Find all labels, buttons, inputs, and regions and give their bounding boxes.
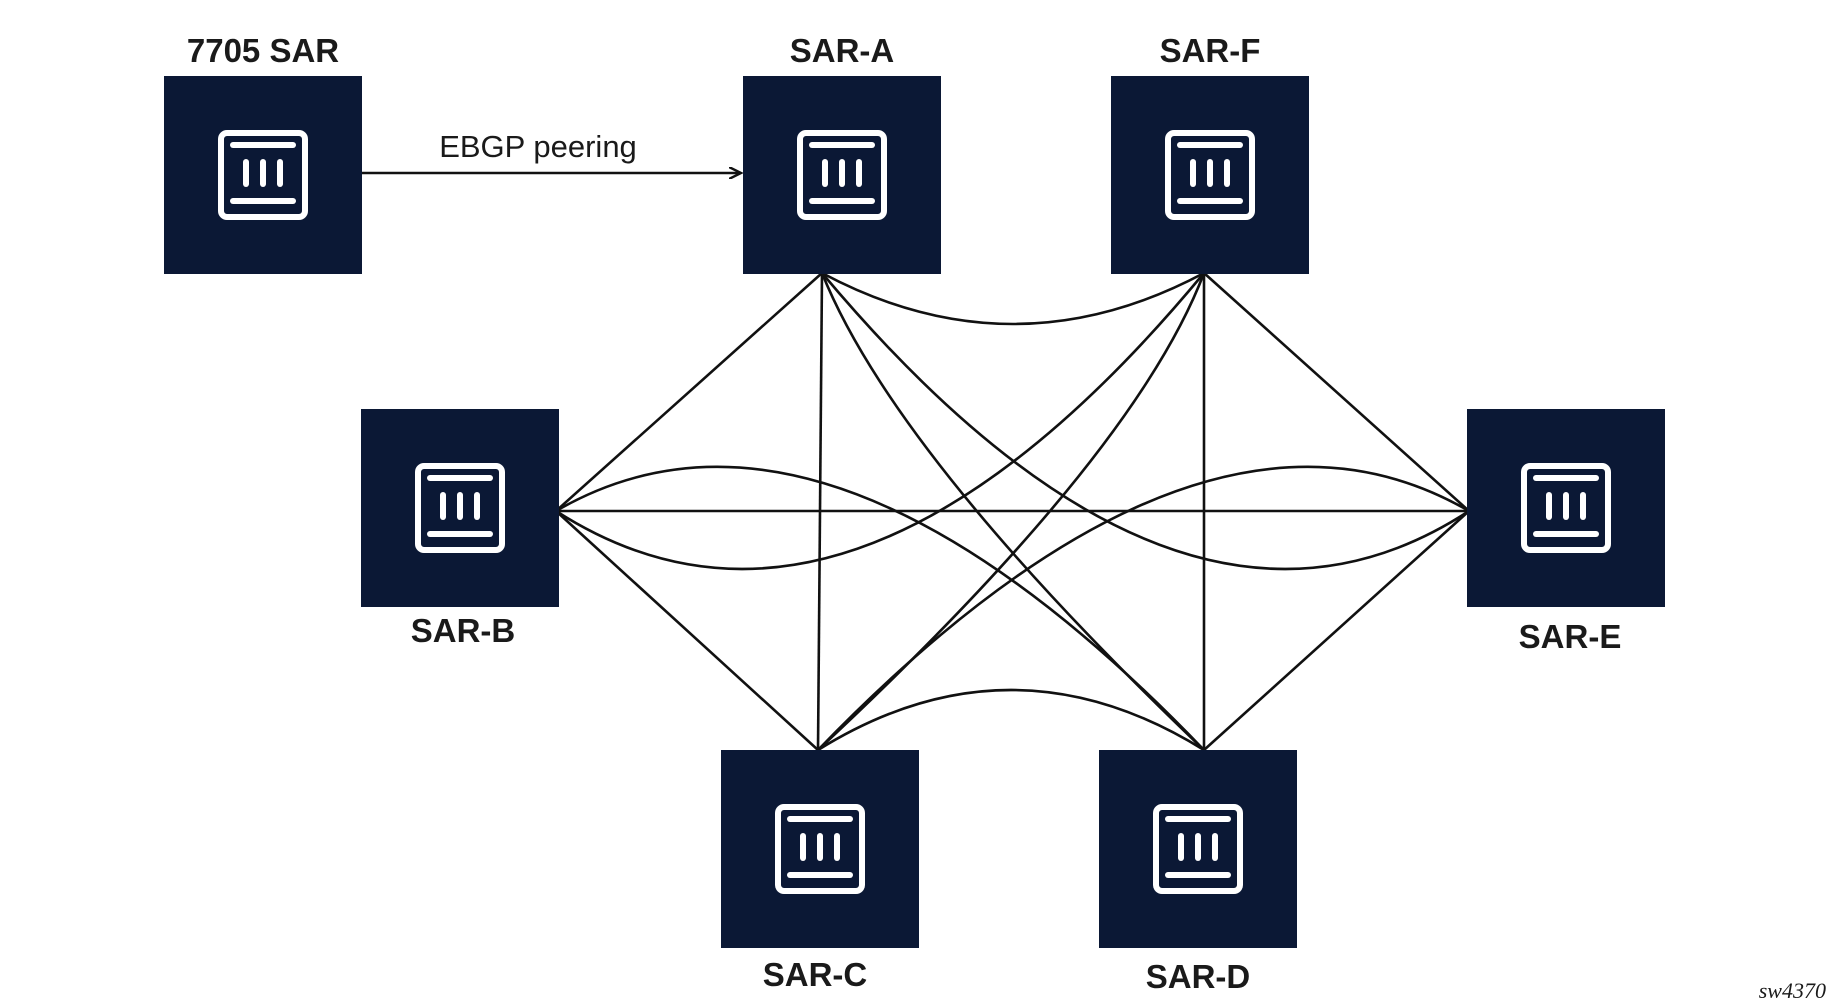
- mesh-link-a-b: [555, 272, 823, 512]
- router-icon: [1521, 463, 1611, 553]
- router-icon: [1153, 804, 1243, 894]
- node-sar-f: SAR-F: [1111, 32, 1309, 274]
- node-label: 7705 SAR: [187, 32, 339, 69]
- mesh-link-b-c: [555, 510, 819, 751]
- router-icon: [797, 130, 887, 220]
- node-sar-a: SAR-A: [743, 32, 941, 274]
- node-sar-c: SAR-C: [721, 750, 919, 993]
- node-label: SAR-C: [763, 956, 868, 993]
- node-label: SAR-D: [1146, 958, 1251, 995]
- node-label: SAR-B: [411, 612, 516, 649]
- mesh-link-c-d: [817, 688, 1205, 752]
- node-sar-b: SAR-B: [361, 409, 559, 649]
- node-label: SAR-A: [790, 32, 895, 69]
- node-label: SAR-F: [1160, 32, 1261, 69]
- node-sar-d: SAR-D: [1099, 750, 1297, 995]
- node-sar-e: SAR-E: [1467, 409, 1665, 655]
- mesh-link-f-e: [1203, 272, 1470, 512]
- router-nodes: 7705 SAR SAR-A SAR-F SAR-B SAR-E SAR-C SAR-D: [164, 32, 1665, 995]
- mesh-link-c-e: [817, 465, 1470, 751]
- router-icon: [415, 463, 505, 553]
- router-icon: [218, 130, 308, 220]
- mesh-link-d-e: [1203, 510, 1470, 751]
- router-icon: [1165, 130, 1255, 220]
- ebgp-peering-label: EBGP peering: [439, 129, 637, 164]
- mesh-links: [555, 271, 1470, 752]
- node-7705-sar: 7705 SAR: [164, 32, 362, 274]
- mesh-link-b-d: [555, 465, 1205, 751]
- mesh-link-a-f: [821, 271, 1205, 326]
- mesh-link-f-b: [555, 272, 1206, 571]
- node-label: SAR-E: [1519, 618, 1622, 655]
- router-icon: [775, 804, 865, 894]
- figure-id: sw4370: [1759, 978, 1826, 1003]
- mesh-link-a-e: [821, 272, 1470, 571]
